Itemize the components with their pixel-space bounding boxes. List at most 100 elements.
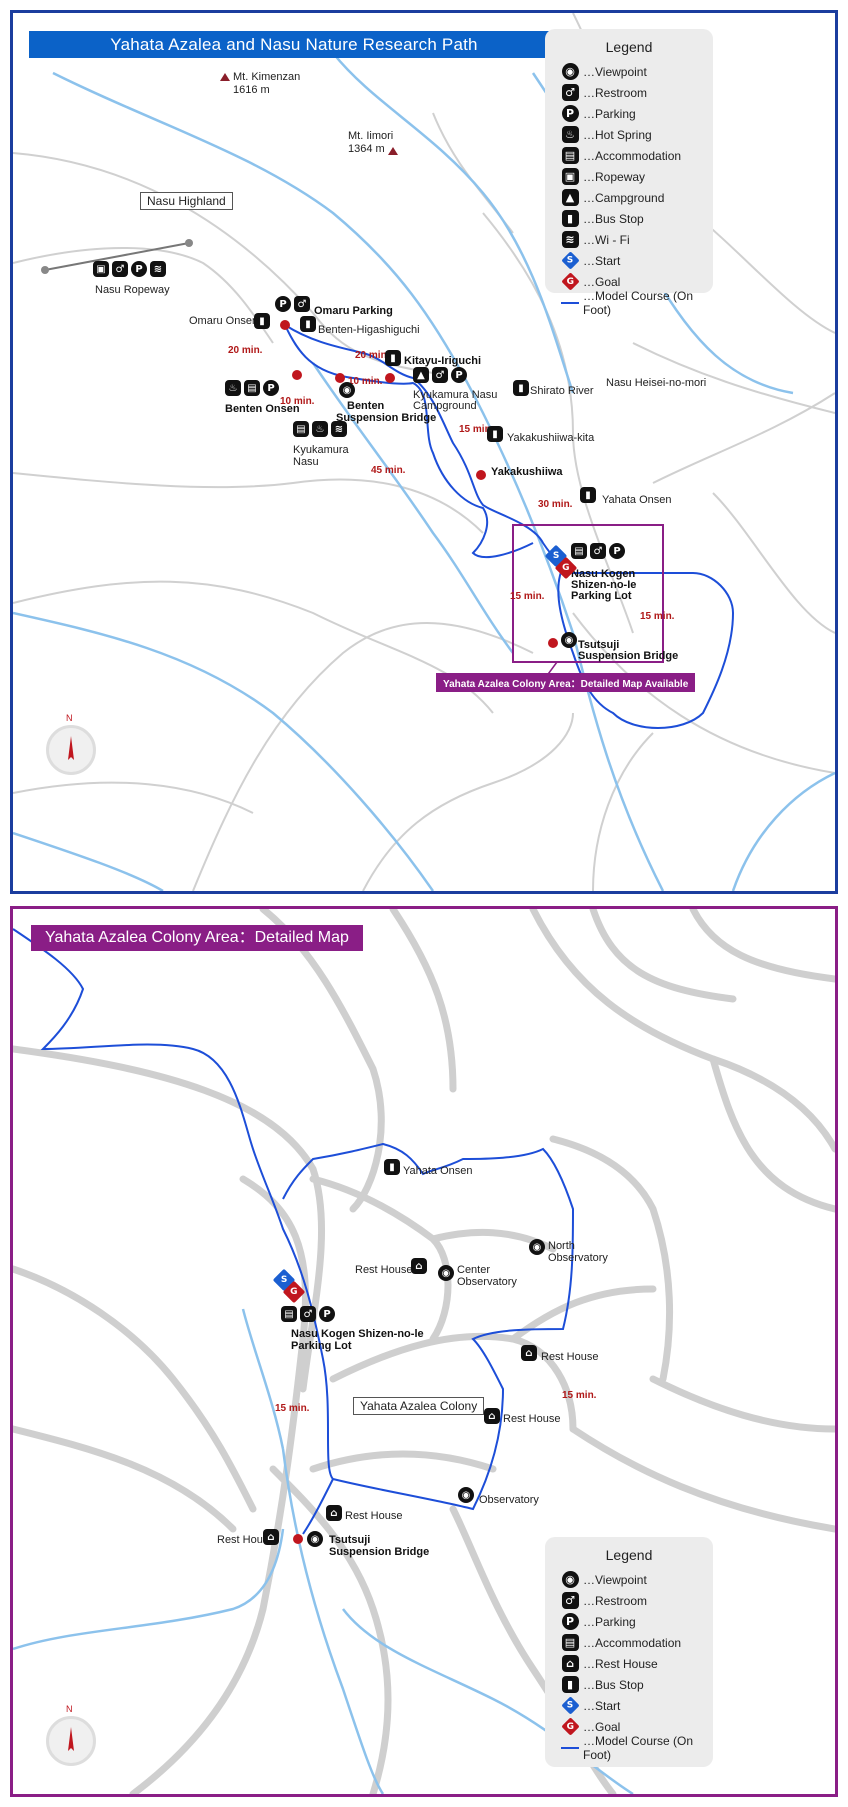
restroom-icon: ♂: [294, 296, 310, 312]
legend-label: …Viewpoint: [583, 1572, 647, 1587]
legend-row-campground: ▲ …Campground: [545, 187, 713, 208]
ropeway-icon: ▣: [561, 168, 579, 186]
detail-course-spur: [302, 1478, 334, 1535]
rest-house-c-marker: ⌂: [484, 1408, 500, 1424]
label-rest-house-a: Rest House: [355, 1264, 412, 1276]
viewpoint-icon: ◉: [438, 1265, 454, 1281]
label-nasu-kogen-2: Shizen-no-Ie: [571, 579, 636, 591]
parking-icon: P: [263, 380, 279, 396]
rest-house-icon: ⌂: [561, 1655, 579, 1673]
viewpoint-icon: ◉: [561, 63, 579, 81]
overview-map-panel: Mt. Kimenzan 1616 m Mt. Iimori 1364 m Na…: [10, 10, 838, 894]
legend-label: …Bus Stop: [583, 211, 644, 226]
legend-label: …Hot Spring: [583, 127, 652, 142]
legend-row-ropeway: ▣…Ropeway: [545, 166, 713, 187]
ropeway-icon-glyph: ▣: [561, 168, 579, 185]
bus-stop-icon: ▮: [385, 350, 401, 366]
legend-label: …Start: [583, 253, 621, 268]
omaru-parking-icons: P ♂: [275, 296, 310, 312]
legend-row-accommodation: ▤…Accommodation: [545, 1632, 713, 1653]
model-course-line-icon-glyph: [561, 301, 579, 304]
shirato-river-bus-icon: ▮: [513, 380, 529, 396]
label-omaru-parking: Omaru Parking: [314, 305, 393, 317]
label-kyukamura-campground: Kyukamura Nasu: [413, 389, 497, 401]
campground-icon: ▲: [413, 367, 429, 383]
detail-goal-marker: G: [282, 1280, 306, 1304]
rest-house-icon: ⌂: [411, 1258, 427, 1274]
yakakushiiwa-kita-bus-icon: ▮: [487, 426, 503, 442]
model-course-line-icon: [561, 1739, 579, 1757]
wifi-icon-glyph: ≋: [561, 231, 579, 248]
rest-house-icon: ⌂: [484, 1408, 500, 1424]
campground-icon-glyph: ▲: [561, 189, 579, 206]
label-yakakushiiwa-kita: Yakakushiiwa-kita: [507, 432, 595, 444]
label-kimenzan: Mt. Kimenzan: [233, 71, 300, 83]
campground-icon: ▲: [561, 189, 579, 207]
bus-stop-icon: ▮: [561, 1676, 579, 1694]
accommodation-icon: ▤: [281, 1306, 297, 1322]
legend-row-parking: P…Parking: [545, 103, 713, 124]
parking-icon-glyph: P: [561, 105, 579, 122]
restroom-icon: ♂: [561, 1592, 579, 1610]
time-10-min-b: 10 min.: [280, 396, 315, 407]
start-icon-glyph: S: [560, 251, 580, 270]
start-icon: S: [560, 1696, 580, 1715]
benten-onsen-icons: ♨ ▤ P: [225, 380, 279, 396]
accommodation-icon: ▤: [561, 147, 579, 165]
label-iimori: Mt. Iimori: [348, 130, 393, 142]
legend-row-rest-house: ⌂ …Rest House: [545, 1653, 713, 1674]
legend-row-model-course-line: …Model Course (On Foot): [545, 1734, 713, 1762]
legend-label: …Goal: [583, 274, 621, 289]
label-kyukamura-campground-2: Campground: [413, 400, 477, 412]
north-observatory-marker: ◉: [529, 1239, 545, 1255]
start-icon-glyph: S: [560, 1696, 580, 1715]
wifi-icon: ≋: [561, 231, 579, 249]
legend-label: …Rest House: [583, 1656, 658, 1671]
accommodation-icon-glyph: ▤: [561, 147, 579, 164]
tsutsuji-waypoint: [293, 1534, 303, 1544]
model-course-line-icon: [561, 294, 579, 312]
yahata-onsen-bus-icon: ▮: [580, 487, 596, 503]
detail-model-course-path: [13, 928, 575, 1511]
label-nasu-kogen-detail-2: Parking Lot: [291, 1340, 352, 1352]
label-tsutsuji-detail-2: Suspension Bridge: [329, 1546, 429, 1558]
rest-house-d-marker: ⌂: [326, 1505, 342, 1521]
legend-label: …Accommodation: [583, 148, 682, 163]
label-benten-onsen: Benten Onsen: [225, 403, 300, 415]
tsutsuji-detail-viewpoint: ◉: [307, 1531, 323, 1547]
detail-river-network: [13, 1308, 634, 1794]
rest-house-e-marker: ⌂: [263, 1529, 279, 1545]
time-15-min-detail-a: 15 min.: [275, 1403, 310, 1414]
detail-title: Yahata Azalea Colony Area：Detailed Map: [31, 925, 363, 951]
viewpoint-icon: ◉: [561, 1571, 579, 1589]
legend-row-start: S…Start: [545, 1695, 713, 1716]
legend-label: …Wi - Fi: [583, 232, 630, 247]
accommodation-icon: ▤: [293, 421, 309, 437]
viewpoint-icon: ◉: [529, 1239, 545, 1255]
legend-label: …Campground: [583, 190, 665, 205]
legend-label: …Model Course (On Foot): [583, 288, 694, 317]
benten-bridge-viewpoint: ◉: [339, 382, 355, 398]
legend-row-goal: G…Goal: [545, 271, 713, 292]
viewpoint-icon-glyph: ◉: [561, 63, 579, 80]
time-45-min: 45 min.: [371, 465, 406, 476]
rest-house-a-marker: ⌂: [411, 1258, 427, 1274]
course-waypoints: [280, 320, 558, 648]
bus-stop-icon: ▮: [580, 487, 596, 503]
parking-icon: P: [609, 543, 625, 559]
overview-goal: G: [554, 556, 578, 580]
legend-label: …Restroom: [583, 85, 648, 100]
rest-house-b-marker: ⌂: [521, 1345, 537, 1361]
label-yakakushiiwa: Yakakushiiwa: [491, 466, 563, 478]
label-yahata-azalea-colony: Yahata Azalea Colony: [353, 1397, 485, 1415]
accommodation-icon: ▤: [244, 380, 260, 396]
wifi-icon: ≋: [331, 421, 347, 437]
legend-row-parking: P…Parking: [545, 1611, 713, 1632]
parking-icon: P: [275, 296, 291, 312]
rest-house-icon-glyph: ⌂: [561, 1655, 579, 1672]
goal-icon: G: [560, 272, 580, 291]
nasu-kogen-detail-icons: ▤ ♂ P: [281, 1306, 335, 1322]
hot-spring-icon-glyph: ♨: [561, 126, 579, 143]
model-course-line-icon-glyph: [561, 1746, 579, 1749]
